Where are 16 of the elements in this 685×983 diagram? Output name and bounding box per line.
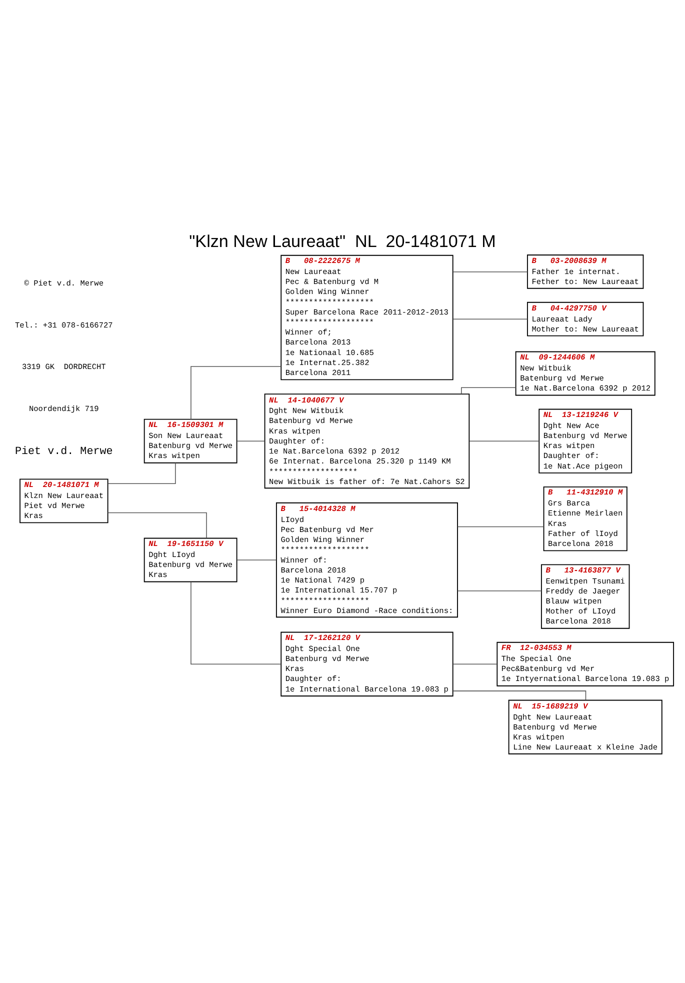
connector xyxy=(457,590,542,591)
connector xyxy=(452,318,528,319)
connector xyxy=(452,690,586,700)
connector xyxy=(236,440,265,441)
connector xyxy=(190,580,282,664)
connector xyxy=(452,663,498,664)
diagram-title: "Klzn New Laureaat" NL 20-1481071 M xyxy=(189,231,496,250)
connector xyxy=(457,526,544,527)
connector xyxy=(107,512,207,538)
connector xyxy=(461,386,516,394)
label: Piet v.d. Merwe xyxy=(15,446,113,458)
connector xyxy=(190,366,282,420)
connector xyxy=(452,271,528,272)
connector xyxy=(469,440,540,441)
connector xyxy=(236,559,277,560)
connector xyxy=(108,462,176,484)
